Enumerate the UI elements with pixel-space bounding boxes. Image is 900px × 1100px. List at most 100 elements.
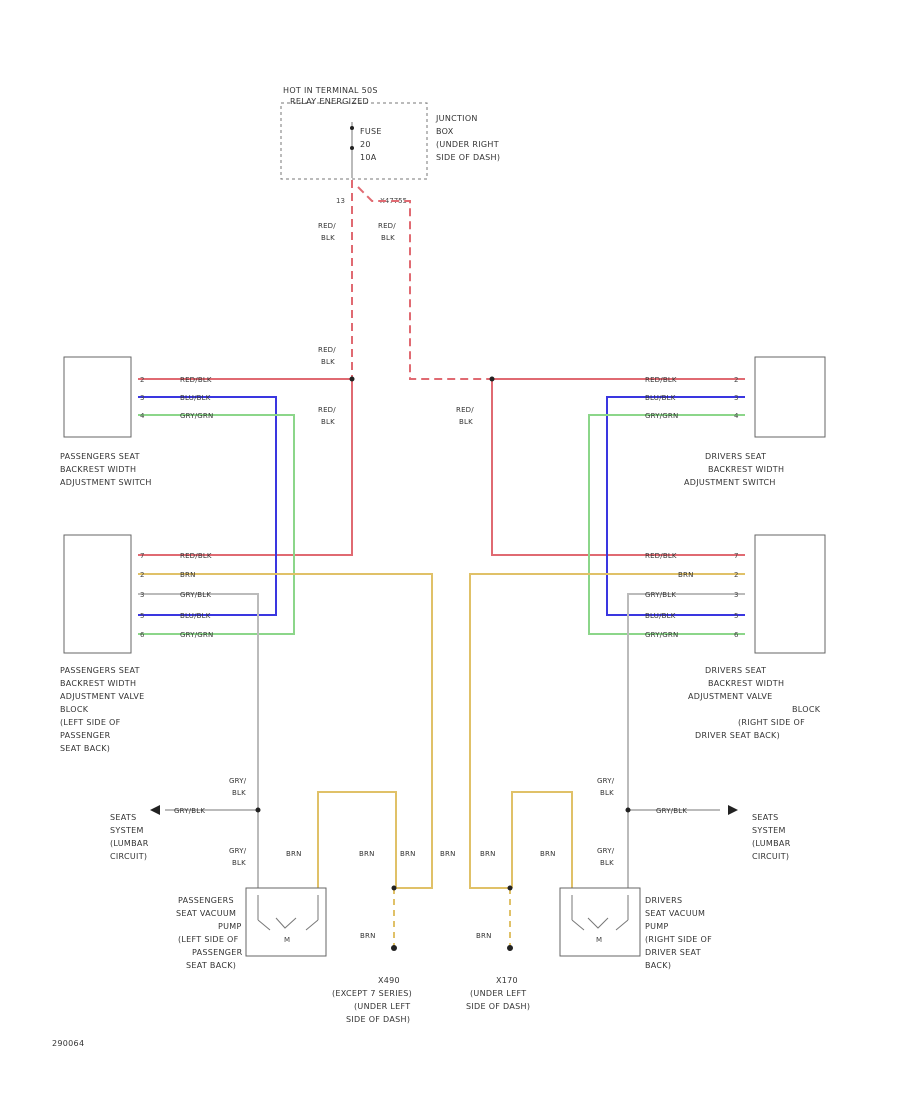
junction-label-line1: JUNCTION — [435, 114, 478, 123]
wire-label-red-blk-d1: RED/BLK — [645, 376, 677, 384]
passenger-backrest-switch: 2 3 4 RED/BLK BLU/BLK GRY/GRN PASSENGERS… — [60, 356, 213, 487]
green-wire — [588, 414, 745, 635]
svg-text:SEAT VACUUM: SEAT VACUUM — [645, 909, 705, 918]
svg-text:CIRCUIT): CIRCUIT) — [752, 852, 789, 861]
wire-label-gry-blk-right: GRY/BLK — [656, 807, 687, 815]
wire-label-gry-blk-r2b: BLK — [600, 859, 614, 867]
junction-label-line4: SIDE OF DASH) — [436, 153, 500, 162]
wire-label-brn-6: BRN — [540, 850, 556, 858]
driver-valve-label-4: BLOCK — [792, 705, 821, 714]
wire-label-brn-2: BRN — [359, 850, 375, 858]
wire-label-red-blk-2b: BLK — [381, 234, 395, 242]
svg-text:SEAT BACK): SEAT BACK) — [186, 961, 236, 970]
pass-valve-label-1: PASSENGERS SEAT — [60, 666, 140, 675]
svg-text:(LEFT SIDE OF: (LEFT SIDE OF — [178, 935, 239, 944]
brn-wire — [317, 791, 397, 888]
wire-label-brn-5: BRN — [480, 850, 496, 858]
red-wire — [138, 379, 353, 556]
brn-wire — [511, 791, 573, 888]
svg-text:CIRCUIT): CIRCUIT) — [110, 852, 147, 861]
svg-text:SEATS: SEATS — [752, 813, 778, 822]
wire-label-blu-blk-d1: BLU/BLK — [645, 394, 676, 402]
wire-label-gry-grn-d2: GRY/GRN — [645, 631, 678, 639]
wire-label-red-blk-p2: RED/BLK — [180, 552, 212, 560]
switch-signal-wires — [138, 396, 745, 635]
ground-point-left: X490 (EXCEPT 7 SERIES) (UNDER LEFT SIDE … — [332, 976, 412, 1024]
wire-label-brn-1: BRN — [286, 850, 302, 858]
pass-valve-label-4: BLOCK — [60, 705, 89, 714]
wire-label-gry-blk-r1a: GRY/ — [597, 777, 615, 785]
svg-text:6: 6 — [140, 631, 145, 639]
wire-label-red-blk-3b: BLK — [321, 358, 335, 366]
red-wire — [357, 186, 492, 380]
pass-valve-label-3: ADJUSTMENT VALVE — [60, 692, 145, 701]
svg-text:SEATS: SEATS — [110, 813, 136, 822]
ground-point-right: X170 (UNDER LEFT SIDE OF DASH) — [466, 976, 530, 1011]
svg-text:SIDE OF DASH): SIDE OF DASH) — [346, 1015, 410, 1024]
driver-vacuum-pump: M DRIVERS SEAT VACUUM PUMP (RIGHT SIDE O… — [559, 887, 712, 970]
pass-switch-label-3: ADJUSTMENT SWITCH — [60, 478, 152, 487]
blue-wire — [606, 396, 745, 616]
seats-system-right: SEATS SYSTEM (LUMBAR CIRCUIT) — [752, 813, 791, 861]
passenger-vacuum-pump: M PASSENGERS SEAT VACUUM PUMP (LEFT SIDE… — [176, 887, 327, 970]
svg-text:5: 5 — [140, 612, 144, 620]
wire-label-gry-blk-l2b: BLK — [232, 859, 246, 867]
wire-label-gry-grn-d1: GRY/GRN — [645, 412, 678, 420]
svg-text:3: 3 — [140, 394, 144, 402]
svg-text:2: 2 — [140, 571, 144, 579]
driver-valve-label-2: BACKREST WIDTH — [708, 679, 784, 688]
pass-pump-motor-label: M — [284, 936, 290, 944]
junction-label-line3: (UNDER RIGHT — [436, 140, 499, 149]
svg-text:2: 2 — [734, 571, 738, 579]
wire-label-gry-blk-p2: GRY/BLK — [180, 591, 211, 599]
wire-label-blu-blk-p1: BLU/BLK — [180, 394, 211, 402]
hot-label-line2: RELAY ENERGIZED — [290, 97, 369, 106]
diagram-code: 290064 — [52, 1039, 84, 1048]
svg-text:6: 6 — [734, 631, 739, 639]
wire-label-gry-blk-d2: GRY/BLK — [645, 591, 676, 599]
wire-label-red-blk-1a: RED/ — [318, 222, 336, 230]
passenger-valve-block: 7 2 3 5 6 RED/BLK BRN GRY/BLK BLU/BLK GR… — [60, 534, 213, 753]
driver-valve-label-6: DRIVER SEAT BACK) — [695, 731, 780, 740]
fuse-pin-left: 13 — [336, 197, 345, 205]
svg-text:3: 3 — [734, 394, 738, 402]
wire-label-gry-grn-p2: GRY/GRN — [180, 631, 213, 639]
gray-wire — [627, 593, 745, 888]
driver-valve-label-1: DRIVERS SEAT — [705, 666, 766, 675]
wire-label-blu-blk-d2: BLU/BLK — [645, 612, 676, 620]
brn-wire — [469, 573, 745, 889]
green-wire — [138, 414, 295, 635]
svg-text:4: 4 — [734, 412, 739, 420]
wire-label-red-blk-5b: BLK — [459, 418, 473, 426]
svg-text:(EXCEPT 7 SERIES): (EXCEPT 7 SERIES) — [332, 989, 412, 998]
wire-label-gry-grn-p1: GRY/GRN — [180, 412, 213, 420]
gray-wire — [138, 593, 259, 888]
wire-label-brn-7: BRN — [360, 932, 376, 940]
seats-system-left: SEATS SYSTEM (LUMBAR CIRCUIT) — [110, 813, 149, 861]
blue-wire — [138, 396, 277, 616]
svg-text:PUMP: PUMP — [645, 922, 669, 931]
red-wire — [491, 379, 745, 556]
svg-text:4: 4 — [140, 412, 145, 420]
pass-valve-label-2: BACKREST WIDTH — [60, 679, 136, 688]
driver-switch-label-3: ADJUSTMENT SWITCH — [684, 478, 776, 487]
pass-valve-label-6: PASSENGER — [60, 731, 111, 740]
wire-label-brn-d2: BRN — [678, 571, 694, 579]
svg-text:2: 2 — [140, 376, 144, 384]
wire-label-gry-blk-l1a: GRY/ — [229, 777, 247, 785]
svg-text:(LUMBAR: (LUMBAR — [110, 839, 149, 848]
wire-label-red-blk-3a: RED/ — [318, 346, 336, 354]
driver-backrest-switch: 2 3 4 RED/BLK BLU/BLK GRY/GRN DRIVERS SE… — [645, 356, 826, 487]
driver-pump-motor-label: M — [596, 936, 602, 944]
svg-text:(LUMBAR: (LUMBAR — [752, 839, 791, 848]
driver-switch-label-1: DRIVERS SEAT — [705, 452, 766, 461]
wire-label-gry-blk-r1b: BLK — [600, 789, 614, 797]
svg-text:7: 7 — [734, 552, 738, 560]
wire-label-red-blk-5a: RED/ — [456, 406, 474, 414]
wire-label-blu-blk-p2: BLU/BLK — [180, 612, 211, 620]
svg-text:3: 3 — [734, 591, 738, 599]
pump-wires — [138, 573, 745, 946]
fuse-label-line1: FUSE — [360, 127, 382, 136]
svg-text:BACK): BACK) — [645, 961, 671, 970]
